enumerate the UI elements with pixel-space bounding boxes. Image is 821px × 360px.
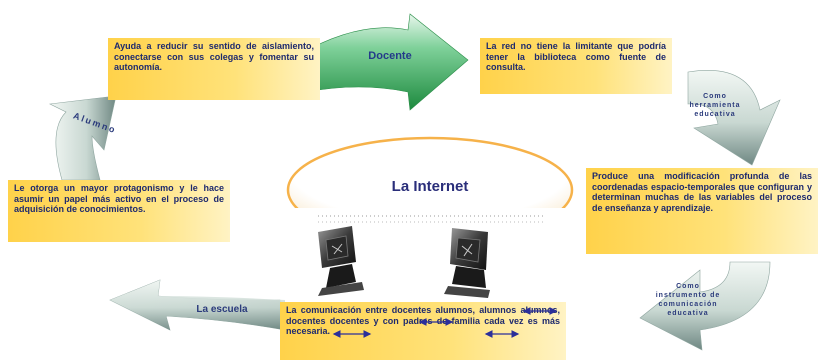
box-alumno-autonomia-text: Ayuda a reducir su sentido de aislamient…: [114, 41, 317, 72]
arrow-left-alumno: [48, 95, 117, 181]
box-otorga-protagonismo-text: Le otorga un mayor protagonismo y le hac…: [14, 183, 227, 214]
box-otorga-protagonismo: Le otorga un mayor protagonismo y le hac…: [8, 180, 230, 242]
box-produce-modificacion-text: Produce una modificación profunda de las…: [592, 171, 815, 213]
box-alumno-autonomia: Ayuda a reducir su sentido de aislamient…: [108, 38, 320, 100]
arrow-right-upper: [687, 69, 781, 166]
la-escuela-label: La escuela: [196, 304, 248, 315]
computer-right-icon: [444, 228, 490, 298]
box-comunicacion: La comunicación entre docentes alumnos, …: [280, 302, 566, 360]
computer-left-icon: [318, 226, 364, 296]
arrow-top-docente: [299, 13, 469, 111]
box-red-limitante-text: La red no tiene la limitante que podría …: [486, 41, 669, 72]
como-instrumento-label: Como instrumento de comunicación educati…: [655, 283, 721, 317]
box-produce-modificacion: Produce una modificación profunda de las…: [586, 168, 818, 254]
como-herramienta-label: Como herramienta educativa: [689, 93, 741, 118]
arrow-bottom-left: [109, 279, 286, 331]
box-comunicacion-text: La comunicación entre docentes alumnos, …: [286, 305, 563, 336]
box-red-limitante: La red no tiene la limitante que podría …: [480, 38, 672, 94]
arrow-right-lower: [639, 261, 771, 351]
internet-title: La Internet: [391, 178, 469, 195]
docente-label: Docente: [368, 50, 412, 62]
